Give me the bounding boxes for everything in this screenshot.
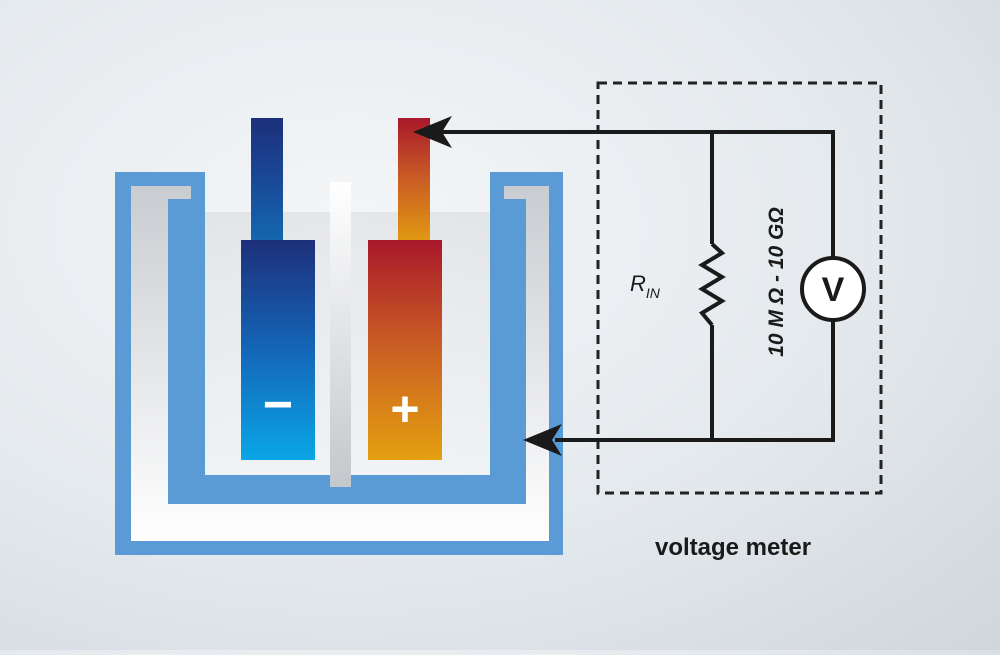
- resistor-label: RIN: [630, 271, 661, 301]
- negative-electrode: −: [241, 118, 315, 460]
- outer-vessel: [115, 172, 563, 555]
- positive-electrode: +: [368, 118, 442, 460]
- voltage-meter-box: [596, 81, 883, 495]
- voltmeter-icon: V: [800, 256, 866, 322]
- circuit-wires: [440, 130, 835, 442]
- resistance-range-label: 10 M Ω - 10 GΩ: [765, 207, 788, 357]
- positive-sign: +: [390, 381, 419, 437]
- voltmeter-symbol: V: [822, 271, 845, 309]
- negative-sign: −: [263, 376, 293, 434]
- voltage-meter-caption: voltage meter: [655, 534, 811, 561]
- separator-membrane: [330, 182, 351, 487]
- resistor-icon: [698, 242, 726, 327]
- arrow-to-positive-icon: [413, 116, 452, 148]
- arrow-to-negative-icon: [523, 424, 562, 456]
